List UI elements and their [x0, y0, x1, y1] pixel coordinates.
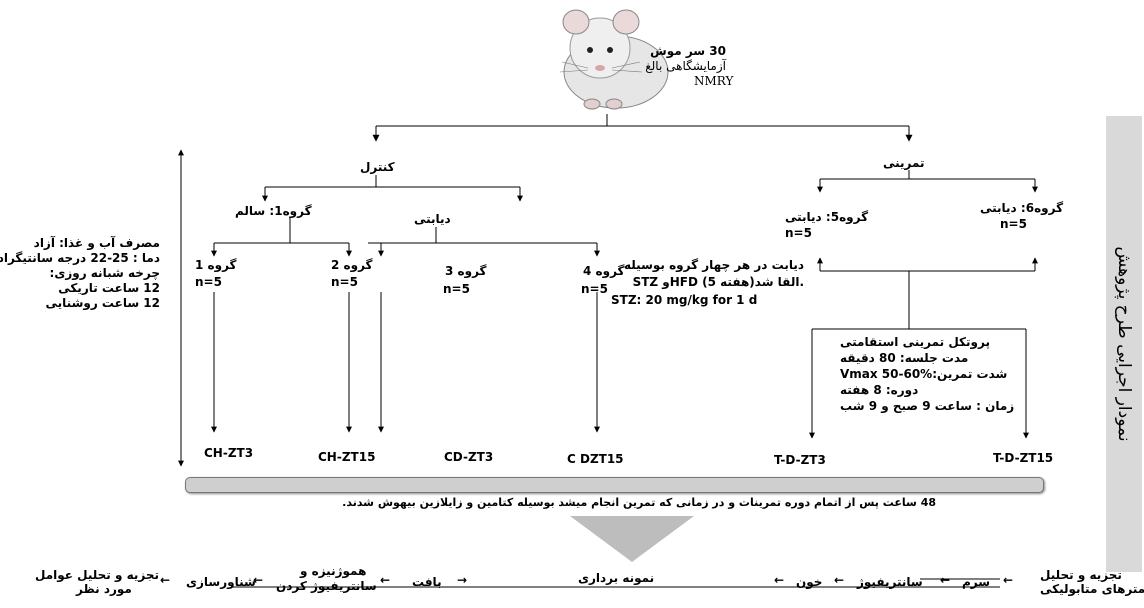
- diabetes-note-3: STZ: 20 mg/kg for 1 d: [611, 293, 758, 307]
- condition-line-4: 12 ساعت تاریکی: [58, 281, 160, 295]
- group3-label: گروه 3: [445, 264, 487, 278]
- group2-n: n=5: [331, 275, 358, 289]
- code-td-zt15: T-D-ZT15: [993, 451, 1054, 465]
- group3-n: n=5: [443, 282, 470, 296]
- group6-n: n=5: [1000, 217, 1027, 231]
- analysis-metabolic-2: پارامترهای متابولیکی: [1040, 582, 1144, 596]
- group1-n: n=5: [195, 275, 222, 289]
- rat-image: [559, 9, 669, 110]
- group4-label: گروه 4: [583, 264, 625, 278]
- down-triangle: [570, 516, 694, 562]
- rat-strain: NMRY: [694, 74, 734, 88]
- tissue-label: بافت: [412, 575, 442, 589]
- diabetes-note-2: STZ وHFD (5 هفته)القا شد.: [632, 275, 804, 289]
- sampling-label: نمونه برداری: [578, 571, 655, 585]
- code-cdzt15: C DZT15: [567, 452, 624, 466]
- anesthesia-note: 48 ساعت پس از اتمام دوره تمرینات و در زم…: [342, 496, 936, 509]
- homogenize-2: سانتریفیوژ کردن: [276, 579, 377, 593]
- protocol-period: دوره: 8 هفته: [840, 383, 919, 397]
- arrow-to-blood: ←: [774, 573, 785, 587]
- protocol-title: پروتکل تمرینی استقامتی: [840, 335, 990, 349]
- branch-control: کنترل: [360, 160, 395, 174]
- arrow-to-analysis: ←: [1003, 573, 1014, 587]
- arrow-to-centrifuge: ←: [834, 573, 845, 587]
- protocol-intensity: شدت تمرین:Vmax 50-60%: [840, 367, 1008, 381]
- diabetes-note-1: دیابت در هر چهار گروه بوسیله: [624, 258, 804, 272]
- rat-type: آزمایشگاهی بالغ: [645, 59, 726, 73]
- blood-label: خون: [796, 575, 823, 589]
- condition-line-1: مصرف آب و غذا: آزاد: [33, 236, 160, 250]
- condition-line-3: چرخه شبانه روزی:: [49, 266, 160, 280]
- arrow-to-float: ←: [253, 573, 264, 587]
- side-title-box: نمودار اجرایی طرح پژوهش: [1106, 116, 1142, 572]
- serum-label: سرم: [962, 575, 991, 589]
- code-ch-zt15: CH-ZT15: [318, 450, 376, 464]
- group6-label: گروه6: دیابتی: [980, 201, 1064, 215]
- group1-label: گروه 1: [195, 258, 237, 272]
- group5-n: n=5: [785, 226, 812, 240]
- protocol-duration: مدت جلسه: 80 دقیقه: [840, 351, 969, 365]
- code-cd-zt3: CD-ZT3: [444, 450, 494, 464]
- centrifuge-label: سانتریفیوژ: [857, 575, 923, 589]
- code-ch-zt3: CH-ZT3: [204, 446, 254, 460]
- group5-label: گروه5: دیابتی: [785, 210, 869, 224]
- control-diabetic: دیابتی: [414, 212, 451, 226]
- homogenize-1: هموژنیزه و: [300, 564, 367, 578]
- analysis-metabolic-1: تجزیه و تحلیل: [1040, 568, 1122, 582]
- arrow-to-serum: ←: [940, 573, 951, 587]
- arrow-to-factors: ←: [160, 573, 171, 587]
- arrow-to-tissue: →: [457, 573, 468, 587]
- float-label: شناورسازی: [186, 575, 256, 589]
- condition-line-5: 12 ساعت روشنایی: [45, 296, 160, 310]
- timeline-bar: [185, 477, 1044, 493]
- group2-label: گروه 2: [331, 258, 373, 272]
- branch-exercise: تمرینی: [883, 156, 925, 170]
- group4-n: n=5: [581, 282, 608, 296]
- arrow-to-homogenize: ←: [380, 573, 391, 587]
- protocol-time: زمان : ساعت 9 صبح و 9 شب: [840, 399, 1015, 413]
- condition-line-2: دما : 25-22 درجه سانتیگراد: [0, 251, 160, 265]
- factors-analysis-2: مورد نظر: [76, 582, 132, 596]
- factors-analysis-1: تجزیه و تحلیل عوامل: [35, 568, 160, 582]
- code-td-zt3: T-D-ZT3: [774, 453, 826, 467]
- control-healthy: گروه1: سالم: [235, 204, 312, 218]
- rat-count: 30 سر موش: [650, 44, 726, 58]
